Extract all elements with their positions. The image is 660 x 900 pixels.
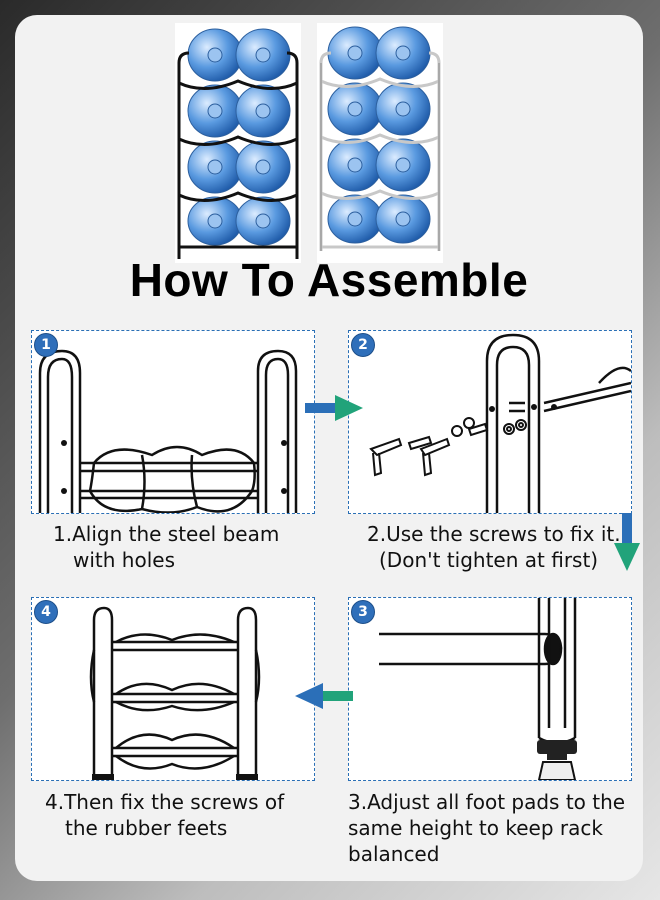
black-rack-photo bbox=[175, 23, 301, 263]
step-3-caption: 3.Adjust all foot pads to the same heigh… bbox=[348, 789, 625, 867]
step-2-caption: 2.Use the screws to fix it. (Don't tight… bbox=[367, 521, 621, 573]
assembly-card: How To Assemble 1 bbox=[15, 15, 643, 881]
step-1-caption-line-1: 1.Align the steel beam bbox=[53, 522, 280, 546]
step-3-number-badge: 3 bbox=[351, 600, 375, 624]
step-2-caption-line-1: 2.Use the screws to fix it. bbox=[367, 522, 621, 546]
step-3-caption-line-1: 3.Adjust all foot pads to the bbox=[348, 790, 626, 814]
step-1-caption-line-2: with holes bbox=[73, 548, 175, 572]
step-2-number-badge: 2 bbox=[351, 333, 375, 357]
step-4-number-badge: 4 bbox=[34, 600, 58, 624]
step-4-caption-line-1: 4.Then fix the screws of bbox=[45, 790, 285, 814]
white-rack-illustration bbox=[319, 26, 441, 251]
step-4-diagram bbox=[89, 606, 261, 780]
black-rack-illustration bbox=[177, 28, 299, 259]
step-2-diagram bbox=[369, 333, 631, 513]
arrow-right-icon bbox=[305, 395, 363, 421]
step-1-caption: 1.Align the steel beam with holes bbox=[53, 521, 279, 573]
white-rack-photo bbox=[317, 23, 443, 263]
step-3-caption-line-3: balanced bbox=[348, 842, 440, 866]
arrow-left-icon bbox=[295, 683, 353, 709]
step-2-panel: 2 bbox=[348, 330, 632, 514]
step-4-panel: 4 bbox=[31, 597, 315, 781]
step-3-caption-line-2: same height to keep rack bbox=[348, 816, 603, 840]
step-1-number-badge: 1 bbox=[34, 333, 58, 357]
page-title: How To Assemble bbox=[129, 254, 529, 306]
step-3-diagram bbox=[379, 598, 577, 780]
step-4-caption-line-2: the rubber feets bbox=[65, 816, 228, 840]
step-3-panel: 3 bbox=[348, 597, 632, 781]
step-4-caption: 4.Then fix the screws of the rubber feet… bbox=[45, 789, 284, 841]
step-2-caption-line-2: (Don't tighten at first) bbox=[379, 548, 599, 572]
arrow-down-icon bbox=[614, 513, 640, 571]
step-1-diagram bbox=[38, 349, 298, 513]
step-1-panel: 1 bbox=[31, 330, 315, 514]
